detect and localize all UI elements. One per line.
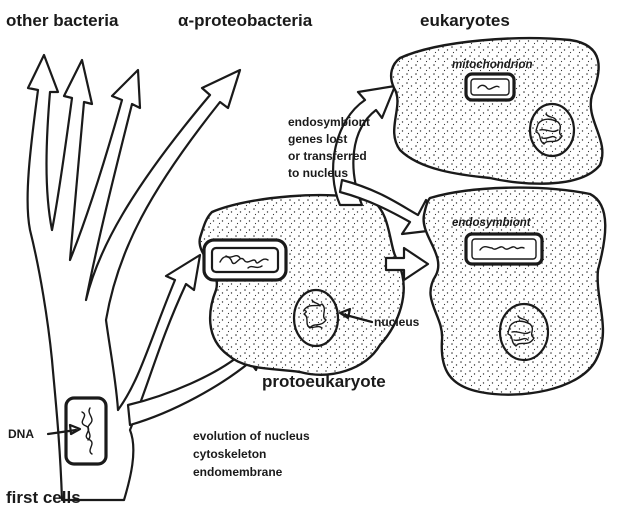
- label-endosymbiont-genes-4: to nucleus: [288, 166, 348, 180]
- label-evolution-2: cytoskeleton: [193, 447, 266, 461]
- label-protoeukaryote: protoeukaryote: [262, 372, 386, 391]
- label-eukaryotes: eukaryotes: [420, 11, 510, 30]
- engulfed-bacterium: [204, 240, 286, 280]
- label-endosymbiont: endosymbiont: [452, 217, 532, 229]
- label-first-cells: first cells: [6, 488, 81, 507]
- label-alpha-proteobacteria: α-proteobacteria: [178, 11, 313, 30]
- label-mitochondrion: mitochondrion: [452, 59, 533, 71]
- label-endosymbiont-genes-2: genes lost: [288, 132, 347, 146]
- label-endosymbiont-genes-1: endosymbiont: [288, 115, 370, 129]
- label-dna: DNA: [8, 427, 34, 441]
- label-nucleus: nucleus: [374, 315, 420, 329]
- endosymbiont-bottom: [466, 234, 542, 264]
- protoeukaryote-cell: [200, 195, 404, 375]
- label-evolution-1: evolution of nucleus: [193, 429, 310, 443]
- label-other-bacteria: other bacteria: [6, 11, 119, 30]
- mitochondrion-top: [466, 74, 514, 100]
- label-evolution-3: endomembrane: [193, 465, 283, 479]
- label-endosymbiont-genes-3: or transferred: [288, 149, 367, 163]
